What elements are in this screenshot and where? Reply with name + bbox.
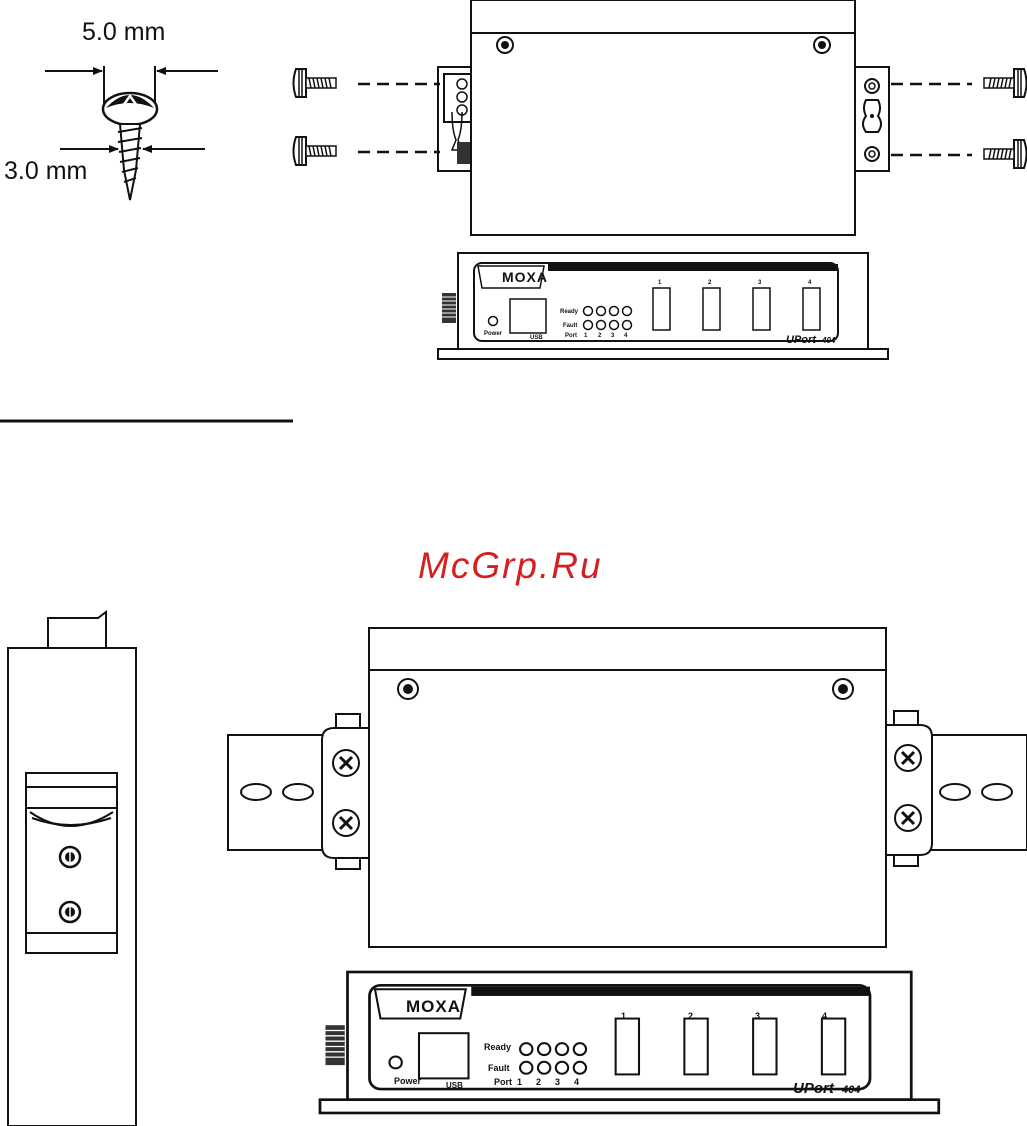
din-rail-side-view — [8, 612, 136, 1126]
model-prefix-top: UPort — [786, 334, 817, 346]
port-label-top: Port — [565, 333, 577, 339]
shank-diameter-label: 3.0 mm — [4, 157, 87, 185]
power-label-top: Power — [484, 331, 503, 337]
usb-label-top: USB — [530, 335, 543, 341]
din-rail-top-view — [228, 628, 1027, 947]
power-label-bottom: Power — [394, 1076, 422, 1086]
usb-port-number-2-bottom: 2 — [688, 1011, 693, 1021]
brand-logo-top: MOXA — [502, 269, 548, 285]
model-prefix-bottom: UPort — [793, 1080, 835, 1097]
ready-label-top: Ready — [560, 309, 579, 315]
head-diameter-label: 5.0 mm — [82, 18, 165, 46]
port-label-bottom: Port — [494, 1077, 512, 1087]
fault-label-top: Fault — [563, 323, 577, 329]
led-number-3-bottom: 3 — [555, 1077, 560, 1087]
ready-label-bottom: Ready — [484, 1042, 511, 1052]
model-number-bottom: 404 — [841, 1084, 860, 1096]
usb-port-number-4-bottom: 4 — [822, 1011, 827, 1021]
watermark-text: McGrp.Ru — [418, 545, 603, 586]
led-number-2-bottom: 2 — [536, 1077, 541, 1087]
model-number-top: 404 — [821, 336, 836, 345]
wall-mount-top-view — [294, 0, 1027, 235]
brand-logo-bottom: MOXA — [406, 997, 461, 1016]
led-number-1-bottom: 1 — [517, 1077, 522, 1087]
usb-port-number-3-bottom: 3 — [755, 1011, 760, 1021]
usb-label-bottom: USB — [446, 1081, 463, 1090]
usb-port-number-1-bottom: 1 — [621, 1011, 626, 1021]
led-number-4-bottom: 4 — [574, 1077, 579, 1087]
fault-label-bottom: Fault — [488, 1063, 510, 1073]
